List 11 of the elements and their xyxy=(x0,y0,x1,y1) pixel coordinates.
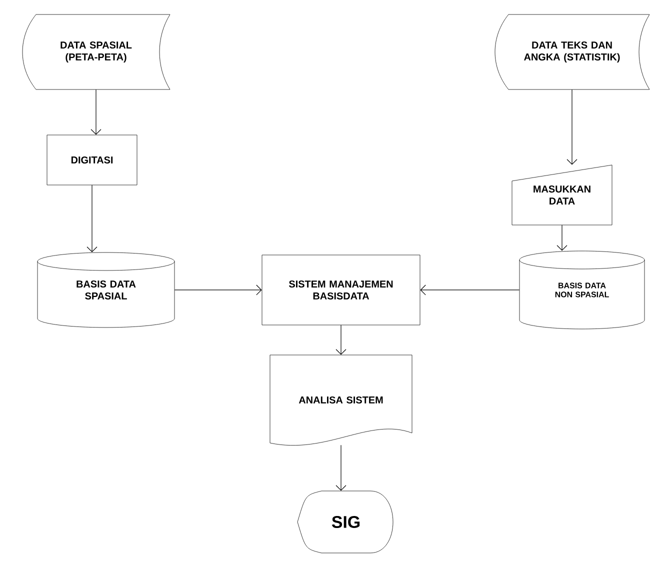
arrow xyxy=(90,89,102,135)
arrow xyxy=(174,284,262,296)
arrow xyxy=(420,284,520,296)
process-box: DIGITASI xyxy=(46,134,138,186)
arrow xyxy=(566,89,578,165)
arrow xyxy=(86,184,98,252)
arrow xyxy=(336,444,346,491)
process-box: SISTEM MANAJEMEN BASISDATA xyxy=(262,254,420,326)
database-cylinder: BASIS DATA SPASIAL xyxy=(37,252,175,328)
arrow xyxy=(336,324,346,355)
arrow xyxy=(556,224,568,251)
